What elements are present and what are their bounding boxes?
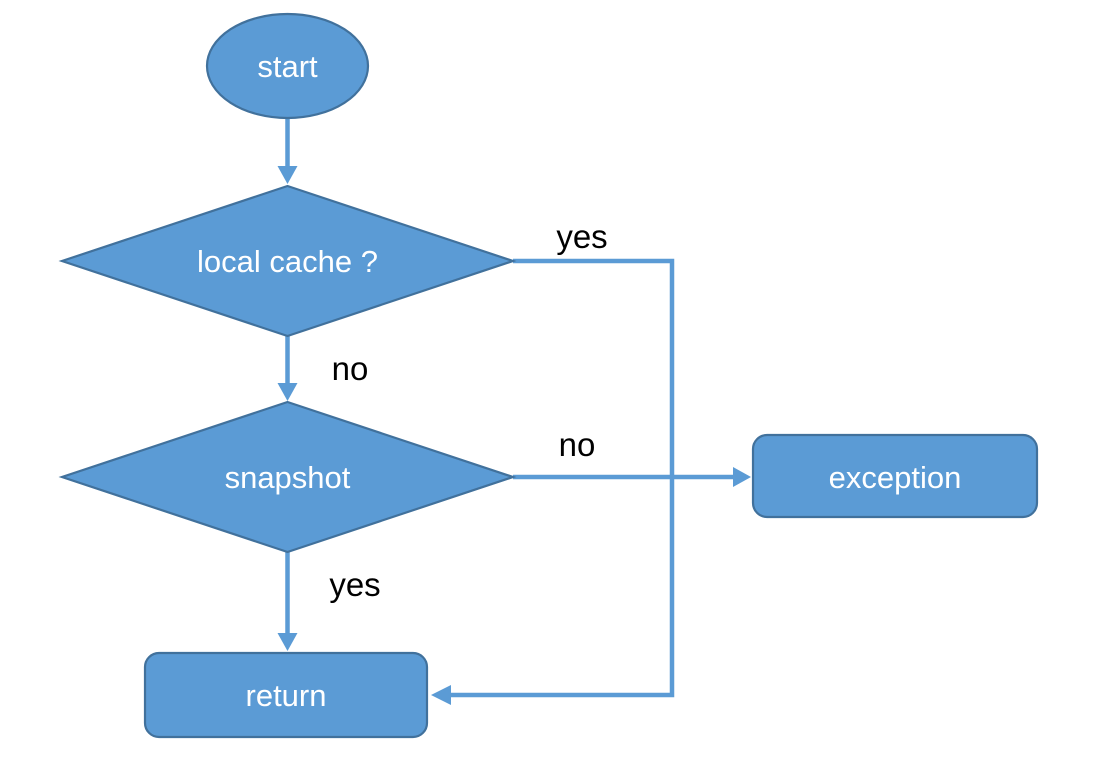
start-ellipse — [205, 12, 370, 120]
node-snapshot: snapshot — [58, 400, 517, 554]
edge-snapshot-return — [277, 552, 298, 651]
node-start-label: start — [257, 49, 318, 84]
return-rect — [143, 651, 429, 739]
node-local-cache-label: local cache ? — [197, 244, 378, 279]
node-exception: exception — [751, 433, 1039, 519]
arrowhead-left-icon — [431, 685, 451, 705]
node-return-label: return — [246, 678, 327, 713]
edge-label-yes-bottom: yes — [329, 566, 380, 603]
arrowhead-down-icon — [277, 166, 298, 184]
edge-label-no-middle: no — [332, 350, 369, 387]
exception-rect — [751, 433, 1039, 519]
node-start: start — [205, 12, 370, 120]
node-snapshot-label: snapshot — [225, 460, 351, 495]
edge-label-no-right: no — [559, 426, 596, 463]
edge-label-yes-top: yes — [556, 218, 607, 255]
edge-start-localcache — [277, 118, 298, 184]
edge-localcache-snapshot — [277, 336, 298, 401]
snapshot-diamond — [58, 400, 517, 554]
node-exception-label: exception — [829, 460, 962, 495]
edge-snapshot-exception — [513, 467, 751, 487]
arrowhead-down-icon — [277, 383, 298, 401]
node-return: return — [143, 651, 429, 739]
local-cache-diamond — [58, 184, 517, 338]
arrowhead-right-icon — [733, 467, 751, 487]
arrowhead-down-icon — [277, 633, 298, 651]
node-local-cache: local cache ? — [58, 184, 517, 338]
